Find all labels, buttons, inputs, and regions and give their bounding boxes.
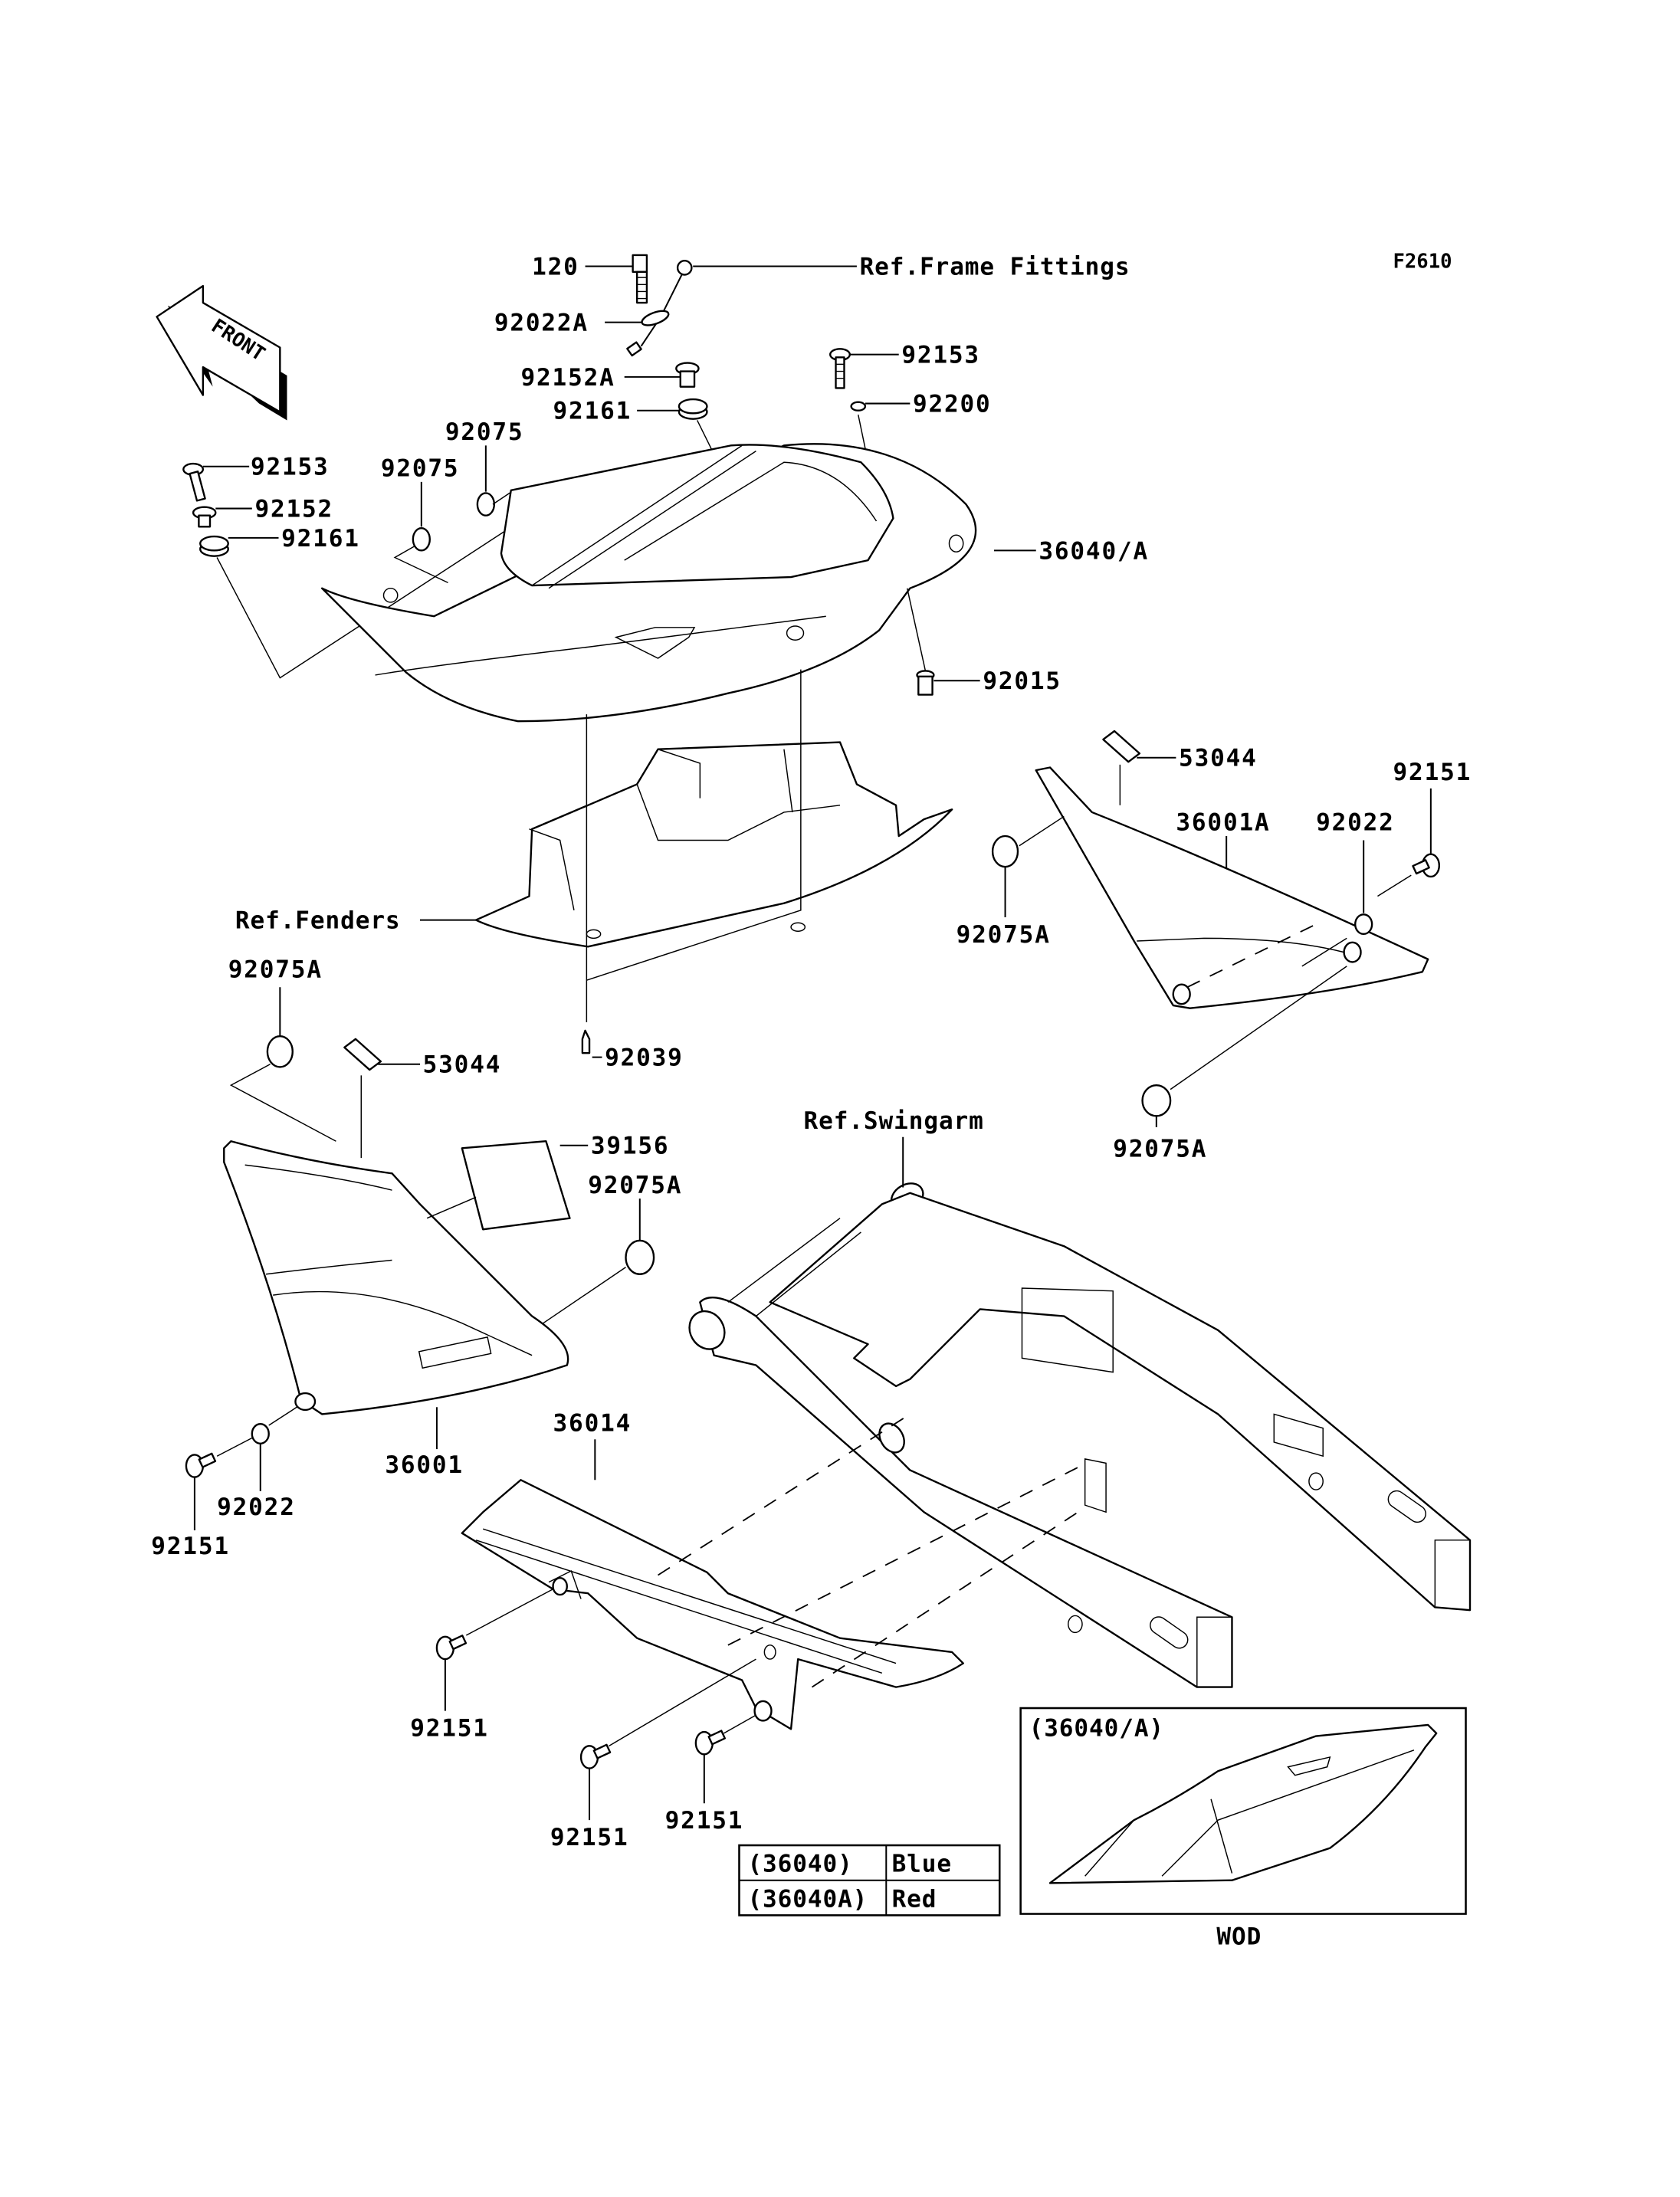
rear-fender xyxy=(474,741,953,948)
callout-92152A: 92152A xyxy=(521,364,615,392)
callout-92200: 92200 xyxy=(913,391,992,418)
callout-36040A: 36040/A xyxy=(1039,537,1149,565)
callout-92161-left: 92161 xyxy=(281,525,360,553)
callout-92075A-left-mid: 92075A xyxy=(588,1172,682,1199)
callout-92151-right: 92151 xyxy=(1393,759,1472,786)
grommet-92075A-icon xyxy=(625,1239,655,1275)
rubber-53044-icon xyxy=(343,1038,382,1071)
callout-36001: 36001 xyxy=(385,1451,464,1479)
screw-92151-icon xyxy=(185,1452,217,1478)
callout-92022A: 92022A xyxy=(494,310,589,337)
callout-36014: 36014 xyxy=(553,1409,632,1437)
color-table-code: (36040A) xyxy=(747,1885,868,1913)
inset-title: (36040/A) xyxy=(1029,1715,1164,1743)
color-table-color: Red xyxy=(892,1885,937,1913)
callout-92151-left: 92151 xyxy=(151,1533,230,1560)
callout-92153-top: 92153 xyxy=(901,342,980,369)
grommet-92075A-icon xyxy=(266,1035,294,1068)
callout-92151-b: 92151 xyxy=(550,1824,629,1851)
inset-36040A: (36040/A) xyxy=(1019,1707,1467,1915)
callout-120: 120 xyxy=(532,254,579,281)
rubber-53044-icon xyxy=(1102,730,1141,763)
grommet-92075-icon xyxy=(412,526,431,552)
collar-92152A-icon xyxy=(675,362,700,388)
callout-36001A: 36001A xyxy=(1176,809,1270,837)
side-cover-36001A xyxy=(1035,766,1429,1009)
callout-92161-top: 92161 xyxy=(553,398,632,425)
washer-92022-icon xyxy=(251,1423,270,1444)
ref-fenders: Ref.Fenders xyxy=(235,907,401,935)
callout-92075A-right-top: 92075A xyxy=(956,921,1051,949)
callout-92151-a: 92151 xyxy=(410,1715,489,1743)
callout-92152-left: 92152 xyxy=(254,496,333,523)
color-table: (36040) Blue (36040A) Red xyxy=(738,1844,1001,1917)
screw-92153-icon xyxy=(182,462,206,502)
screw-92151-icon xyxy=(1412,853,1441,878)
callout-92039: 92039 xyxy=(605,1044,684,1072)
front-arrow-icon: FRONT xyxy=(156,284,287,421)
clip-92015-icon xyxy=(916,670,935,696)
side-cover-36001 xyxy=(223,1140,569,1415)
cable-icon xyxy=(626,260,693,357)
callout-92022-left: 92022 xyxy=(217,1494,296,1521)
grommet-92075A-icon xyxy=(1141,1084,1172,1117)
grommet-92161-icon xyxy=(678,398,708,420)
grommet-92075-icon xyxy=(476,492,496,516)
inset-caption: WOD xyxy=(1216,1923,1262,1951)
callout-92153-left: 92153 xyxy=(251,454,330,481)
callout-92151-c: 92151 xyxy=(665,1807,744,1835)
color-table-color: Blue xyxy=(892,1851,952,1878)
callout-53044-right: 53044 xyxy=(1179,745,1258,772)
callout-92075-b: 92075 xyxy=(381,455,460,483)
callout-92075A-left-top: 92075A xyxy=(228,956,323,983)
seat-cowl-36040 xyxy=(320,443,977,723)
screw-92153-icon xyxy=(829,348,851,389)
callout-39156: 39156 xyxy=(591,1133,670,1160)
label-39156-icon xyxy=(461,1140,571,1231)
chain-guard-36014 xyxy=(461,1479,964,1730)
grommet-92161-icon xyxy=(199,535,229,557)
washer-92022A-icon xyxy=(641,310,670,326)
screw-92151-icon xyxy=(579,1743,612,1769)
nut-92200-icon xyxy=(850,401,867,412)
screw-92151-icon xyxy=(435,1635,468,1661)
swingarm xyxy=(688,1182,1472,1688)
bolt-120-icon xyxy=(632,254,648,304)
callout-92075A-right-bottom: 92075A xyxy=(1113,1135,1207,1162)
callout-92075-a: 92075 xyxy=(445,418,524,446)
color-table-code: (36040) xyxy=(747,1851,852,1878)
callout-92022-right: 92022 xyxy=(1316,809,1395,837)
screw-92151-icon xyxy=(694,1730,727,1756)
rivet-92039-icon xyxy=(581,1029,591,1054)
collar-92152-icon xyxy=(192,506,217,528)
washer-92022-icon xyxy=(1354,913,1373,936)
ref-swingarm: Ref.Swingarm xyxy=(804,1107,984,1135)
grommet-92075A-icon xyxy=(991,835,1019,868)
callout-53044-left: 53044 xyxy=(423,1051,502,1079)
ref-frame-fittings: Ref.Frame Fittings xyxy=(860,254,1130,281)
callout-92015: 92015 xyxy=(983,667,1061,695)
diagram-code: F2610 xyxy=(1393,250,1452,273)
